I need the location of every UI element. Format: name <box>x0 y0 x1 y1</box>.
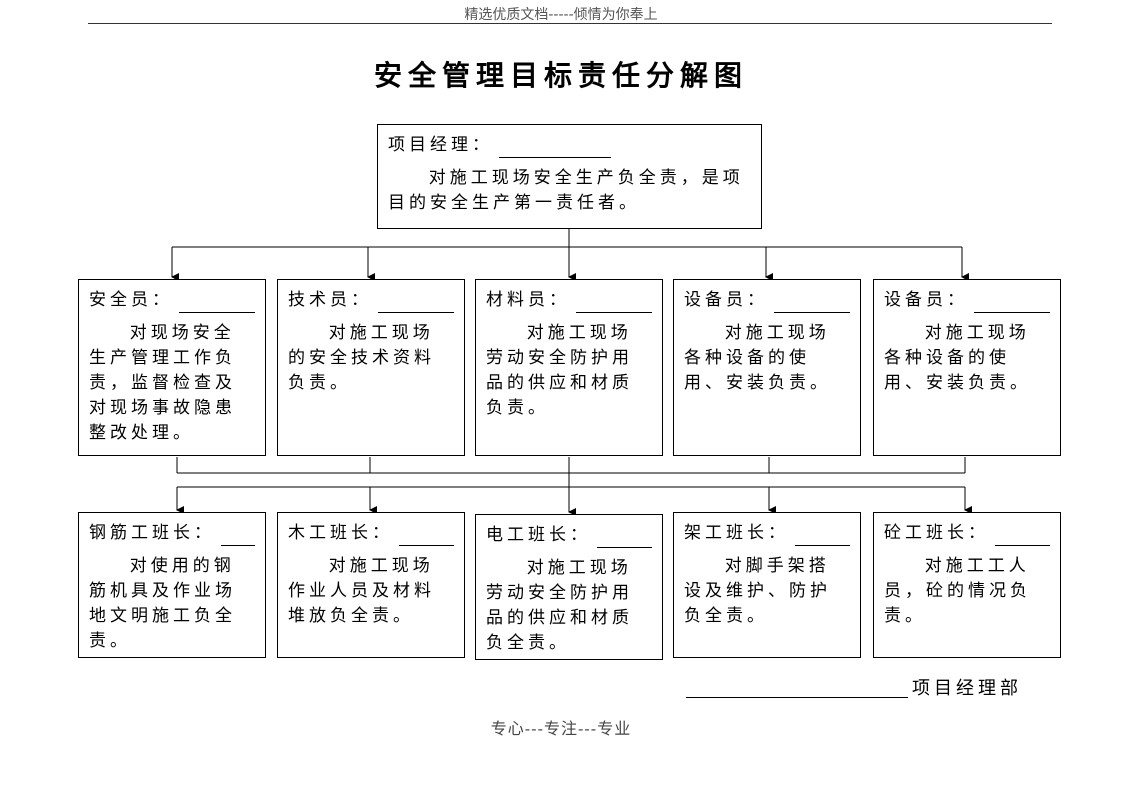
header-divider <box>88 23 1052 24</box>
role-desc: 对施工现场劳动安全防护用品的供应和材质负全责。 <box>486 558 633 653</box>
role-label: 电工班长： <box>486 525 591 545</box>
department-label: 项目经理部 <box>912 678 1022 699</box>
page-header: 精选优质文档-----倾情为你奉上 <box>464 7 658 23</box>
name-blank <box>221 529 255 546</box>
name-blank <box>399 529 454 546</box>
level2-box-tech: 技术员： 对施工现场的安全技术资料负责。 <box>277 279 465 456</box>
role-label: 设备员： <box>884 290 968 310</box>
diagram-title: 安全管理目标责任分解图 <box>373 59 748 92</box>
role-desc: 对施工现场各种设备的使用、安装负责。 <box>884 323 1031 393</box>
name-blank <box>499 141 611 158</box>
level2-box-safety: 安全员： 对现场安全生产管理工作负责，监督检查及对现场事故隐患整改处理。 <box>78 279 266 456</box>
name-blank <box>576 296 652 313</box>
role-label: 设备员： <box>684 290 768 310</box>
level2-box-material: 材料员： 对施工现场劳动安全防护用品的供应和材质负责。 <box>475 279 663 456</box>
page-footer: 专心---专注---专业 <box>490 719 632 738</box>
name-blank <box>974 296 1050 313</box>
role-desc: 对使用的钢筋机具及作业场地文明施工负全责。 <box>89 556 236 651</box>
signature-line <box>686 697 908 698</box>
name-blank <box>774 296 850 313</box>
level3-box-electrician: 电工班长： 对施工现场劳动安全防护用品的供应和材质负全责。 <box>475 514 663 660</box>
role-desc: 对施工工人员，砼的情况负责。 <box>884 556 1031 626</box>
role-desc: 对施工现场各种设备的使用、安装负责。 <box>684 323 831 393</box>
manager-box: 项目经理： 对施工现场安全生产负全责，是项目的安全生产第一责任者。 <box>377 124 762 229</box>
role-label: 砼工班长： <box>884 523 989 543</box>
name-blank <box>179 296 255 313</box>
level3-box-carpenter: 木工班长： 对施工现场作业人员及材料堆放负全责。 <box>277 512 465 658</box>
role-desc: 对施工现场的安全技术资料负责。 <box>288 323 435 393</box>
role-desc: 对施工现场作业人员及材料堆放负全责。 <box>288 556 435 626</box>
role-label: 木工班长： <box>288 523 393 543</box>
role-label: 材料员： <box>486 290 570 310</box>
role-desc: 对脚手架搭设及维护、防护负全责。 <box>684 556 831 626</box>
name-blank <box>795 529 850 546</box>
level3-box-scaffold: 架工班长： 对脚手架搭设及维护、防护负全责。 <box>673 512 861 658</box>
level3-box-rebar: 钢筋工班长： 对使用的钢筋机具及作业场地文明施工负全责。 <box>78 512 266 658</box>
manager-desc: 对施工现场安全生产负全责，是项目的安全生产第一责任者。 <box>388 168 744 213</box>
level3-box-concrete: 砼工班长： 对施工工人员，砼的情况负责。 <box>873 512 1061 658</box>
name-blank <box>995 529 1050 546</box>
level2-box-equipment-2: 设备员： 对施工现场各种设备的使用、安装负责。 <box>873 279 1061 456</box>
role-desc: 对施工现场劳动安全防护用品的供应和材质负责。 <box>486 323 633 418</box>
name-blank <box>597 531 652 548</box>
level2-box-equipment-1: 设备员： 对施工现场各种设备的使用、安装负责。 <box>673 279 861 456</box>
role-label: 架工班长： <box>684 523 789 543</box>
role-label: 技术员： <box>288 290 372 310</box>
role-label: 安全员： <box>89 290 173 310</box>
role-label: 钢筋工班长： <box>89 523 215 543</box>
role-desc: 对现场安全生产管理工作负责，监督检查及对现场事故隐患整改处理。 <box>89 323 236 443</box>
name-blank <box>378 296 454 313</box>
manager-role: 项目经理： <box>388 133 751 158</box>
